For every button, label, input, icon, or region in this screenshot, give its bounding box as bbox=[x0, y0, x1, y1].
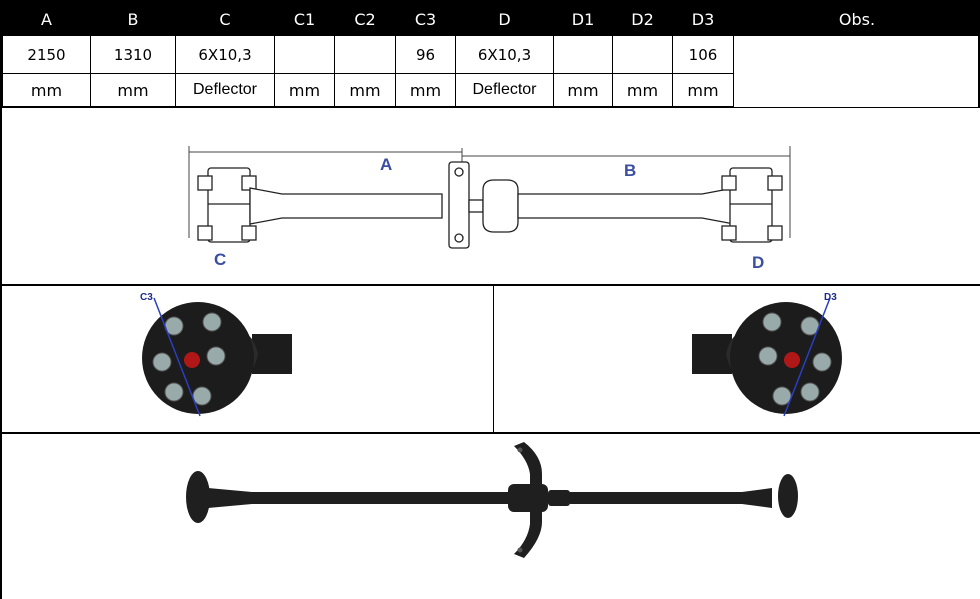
shaft-rear-tube bbox=[570, 488, 772, 508]
shaft-left-end bbox=[186, 471, 210, 523]
label-c: C bbox=[214, 250, 226, 269]
unit-c2: mm bbox=[334, 73, 396, 107]
label-d: D bbox=[752, 253, 764, 272]
value-c2 bbox=[334, 35, 396, 74]
unit-d: Deflector bbox=[455, 73, 554, 107]
left-flange-drawing bbox=[197, 167, 443, 243]
value-d: 6X10,3 bbox=[455, 35, 554, 74]
value-d1 bbox=[553, 35, 613, 74]
label-d3: D3 bbox=[824, 292, 837, 303]
header-d1: D1 bbox=[553, 2, 613, 36]
header-d: D bbox=[455, 2, 554, 36]
left-flange-photo: C3 bbox=[140, 292, 292, 417]
obs-cell bbox=[733, 35, 980, 107]
left-shaft-stub bbox=[252, 334, 292, 374]
value-c: 6X10,3 bbox=[175, 35, 275, 74]
left-center-hole bbox=[184, 352, 200, 368]
value-a: 2150 bbox=[2, 35, 91, 74]
left-flange-panel: C3 bbox=[2, 285, 494, 433]
unit-a: mm bbox=[2, 73, 91, 107]
center-bearing-drawing bbox=[448, 161, 735, 249]
shaft-photo bbox=[186, 442, 798, 558]
right-center-hole bbox=[784, 352, 800, 368]
value-c3: 96 bbox=[395, 35, 456, 74]
shaft-line-drawing: A B C D bbox=[188, 146, 791, 272]
value-d2 bbox=[612, 35, 673, 74]
c3-dimension-line bbox=[153, 297, 201, 417]
right-flange-panel: D3 bbox=[494, 285, 980, 433]
label-b: B bbox=[624, 161, 636, 180]
header-c2: C2 bbox=[334, 2, 396, 36]
header-row: A B C C1 C2 C3 D D1 D2 D3 Obs. bbox=[2, 2, 980, 36]
label-c3: C3 bbox=[140, 292, 153, 303]
value-c1 bbox=[274, 35, 335, 74]
shaft-right-end bbox=[778, 474, 798, 518]
header-c1: C1 bbox=[274, 2, 335, 36]
value-d3: 106 bbox=[672, 35, 734, 74]
spec-table: A B C C1 C2 C3 D D1 D2 D3 Obs. 2150 1310… bbox=[2, 2, 980, 107]
values-row: 2150 1310 6X10,3 96 6X10,3 106 bbox=[2, 35, 980, 107]
header-c: C bbox=[175, 2, 275, 36]
unit-d2: mm bbox=[612, 73, 673, 107]
shaft-photo-panel bbox=[2, 433, 980, 599]
center-bearing-bracket bbox=[514, 442, 542, 558]
right-shaft-stub bbox=[692, 334, 732, 374]
header-c3: C3 bbox=[395, 2, 456, 36]
header-obs: Obs. bbox=[733, 2, 980, 36]
d3-dimension-line bbox=[783, 297, 831, 417]
shaft-diagram-panel: A B C D bbox=[2, 107, 980, 285]
header-d2: D2 bbox=[612, 2, 673, 36]
header-d3: D3 bbox=[672, 2, 734, 36]
unit-c1: mm bbox=[274, 73, 335, 107]
unit-d1: mm bbox=[553, 73, 613, 107]
right-flange-drawing bbox=[721, 167, 783, 243]
unit-b: mm bbox=[90, 73, 176, 107]
right-flange-photo: D3 bbox=[692, 292, 842, 417]
unit-d3: mm bbox=[672, 73, 734, 107]
shaft-front-tube bbox=[208, 488, 508, 508]
unit-c: Deflector bbox=[175, 73, 275, 107]
units-row: mm mm Deflector mm mm mm Deflector mm mm… bbox=[2, 73, 980, 107]
value-b: 1310 bbox=[90, 35, 176, 74]
header-b: B bbox=[90, 2, 176, 36]
header-a: A bbox=[2, 2, 91, 36]
label-a: A bbox=[380, 155, 392, 174]
unit-c3: mm bbox=[395, 73, 456, 107]
